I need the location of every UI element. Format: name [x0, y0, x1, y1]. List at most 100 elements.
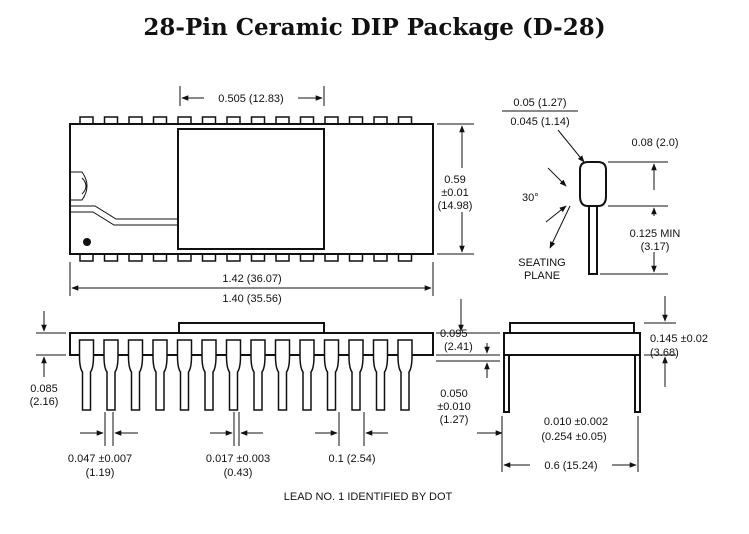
end-body — [503, 332, 641, 356]
top-pin-lower — [152, 253, 168, 262]
top-pins — [79, 116, 413, 262]
end-lead-right — [634, 340, 641, 413]
side-lead — [201, 339, 217, 411]
side-lid — [178, 322, 325, 334]
top-pin-upper — [79, 116, 94, 125]
top-pin-lower — [275, 253, 290, 262]
dim-height-label-2: (3.68) — [650, 347, 679, 359]
side-lead — [225, 339, 242, 411]
dim-standoff: 0.095 (2.41) 0.050 ±0.010 (1.27) — [436, 299, 500, 426]
dim-lead-thk-label-1: 0.010 ±0.002 — [544, 416, 608, 428]
lead-shoulder — [579, 161, 607, 207]
seating-plane-label-2: PLANE — [524, 270, 560, 282]
dim-height-label-1: 0.145 ±0.02 — [650, 333, 708, 345]
package-body — [69, 123, 434, 255]
dim-thickness-label-2: ±0.010 — [437, 401, 471, 413]
top-pin-upper — [250, 116, 266, 125]
dim-length-min-label: 1.40 (35.56) — [222, 293, 281, 305]
top-pin-upper — [373, 116, 388, 125]
side-lead — [103, 339, 119, 411]
top-view — [69, 116, 434, 262]
top-pin-upper — [201, 116, 217, 125]
top-pin-upper — [177, 116, 192, 125]
top-pin-lower — [373, 253, 388, 262]
top-pin-lower — [177, 253, 192, 262]
dim-pitch-label: 0.1 (2.54) — [328, 453, 375, 465]
dim-lead-len-label-2: (3.17) — [641, 241, 670, 253]
side-leads — [78, 339, 413, 411]
top-pin-lower — [226, 253, 241, 262]
side-lead — [127, 339, 144, 411]
side-lead — [78, 339, 95, 411]
side-lead — [323, 339, 340, 411]
top-pin-lower — [128, 253, 143, 262]
dim-lead-width: 0.047 ±0.007 (1.19) — [68, 412, 138, 479]
lead-tip — [588, 206, 598, 275]
top-pin-upper — [152, 116, 168, 125]
top-pin-upper — [226, 116, 241, 125]
top-pin-lower — [250, 253, 266, 262]
dim-row-spacing: 0.6 (15.24) — [501, 416, 639, 472]
top-pin-upper — [324, 116, 339, 125]
dim-window-width: 0.505 (12.83) — [179, 86, 325, 106]
top-pin-lower — [79, 253, 94, 262]
dim-base: 0.085 (2.16) — [30, 311, 66, 408]
top-pin-lower — [299, 253, 315, 262]
top-pin-upper — [348, 116, 364, 125]
dim-body-width-label-2: ±0.01 — [441, 187, 468, 199]
dim-length: 1.42 (36.07) 1.40 (35.56) — [69, 262, 434, 305]
side-lead — [348, 339, 364, 411]
dim-standoff-label-1: 0.095 — [440, 328, 468, 340]
dim-lead-width-label-1: 0.047 ±0.007 — [68, 453, 132, 465]
page-title: 28-Pin Ceramic DIP Package (D-28) — [143, 14, 606, 41]
dim-window-width-label: 0.505 (12.83) — [218, 93, 283, 105]
dim-lead-thickness: 0.017 ±0.003 (0.43) — [206, 412, 270, 479]
dim-lead-tip-min-label: 0.045 (1.14) — [510, 116, 569, 128]
dim-body-width-label-3: (14.98) — [438, 200, 473, 212]
top-pin-upper — [128, 116, 143, 125]
seating-plane-label-1: SEATING — [518, 257, 565, 269]
dim-base-label-1: 0.085 — [30, 383, 58, 395]
top-pin-lower — [324, 253, 339, 262]
dim-body-width-label-1: 0.59 — [444, 174, 465, 186]
dim-lead-thickness-label-1: 0.017 ±0.003 — [206, 453, 270, 465]
end-lead-left — [503, 340, 510, 413]
dim-thickness-label-3: (1.27) — [440, 414, 469, 426]
note-lead-one: LEAD NO. 1 IDENTIFIED BY DOT — [284, 491, 453, 503]
top-pin-lower — [103, 253, 119, 262]
lead-one-dot — [83, 238, 91, 246]
dim-length-max-label: 1.42 (36.07) — [222, 273, 281, 285]
dim-base-label-2: (2.16) — [30, 396, 59, 408]
side-lead — [299, 339, 315, 411]
top-pin-upper — [397, 116, 413, 125]
side-view — [69, 322, 434, 411]
end-lid — [509, 322, 635, 334]
top-pin-lower — [397, 253, 413, 262]
dim-lead-shoulder-label: 0.08 (2.0) — [631, 137, 678, 149]
bond-wire — [70, 205, 178, 226]
top-pin-lower — [348, 253, 364, 262]
dim-height: 0.145 ±0.02 (3.68) — [644, 296, 708, 387]
side-lead — [372, 339, 389, 411]
dim-lead-len-label-1: 0.125 MIN — [630, 228, 681, 240]
dim-lead-thickness-label-2: (0.43) — [224, 467, 253, 479]
side-lead — [152, 339, 168, 411]
dim-lead-thk: 0.010 ±0.002 (0.254 ±0.05) — [477, 416, 608, 443]
dim-standoff-label-2: (2.41) — [444, 341, 473, 353]
dim-lead-tip-max-label: 0.05 (1.27) — [513, 97, 566, 109]
side-lead — [397, 339, 413, 411]
side-lead — [274, 339, 291, 411]
top-pin-upper — [275, 116, 290, 125]
side-lead — [176, 339, 193, 411]
lead-detail: 0.05 (1.27) 0.045 (1.14) 0.08 (2.0) 0.12… — [502, 97, 680, 282]
dim-lead-width-label-2: (1.19) — [86, 467, 115, 479]
dim-pitch: 0.1 (2.54) — [315, 412, 388, 465]
top-pin-lower — [201, 253, 217, 262]
notch — [70, 171, 88, 201]
dim-body-width: 0.59 ±0.01 (14.98) — [437, 123, 474, 255]
top-pin-upper — [299, 116, 315, 125]
dim-lead-thk-label-2: (0.254 ±0.05) — [541, 431, 606, 443]
end-view — [503, 322, 641, 413]
side-lead — [250, 339, 266, 411]
window-lid — [177, 128, 325, 250]
